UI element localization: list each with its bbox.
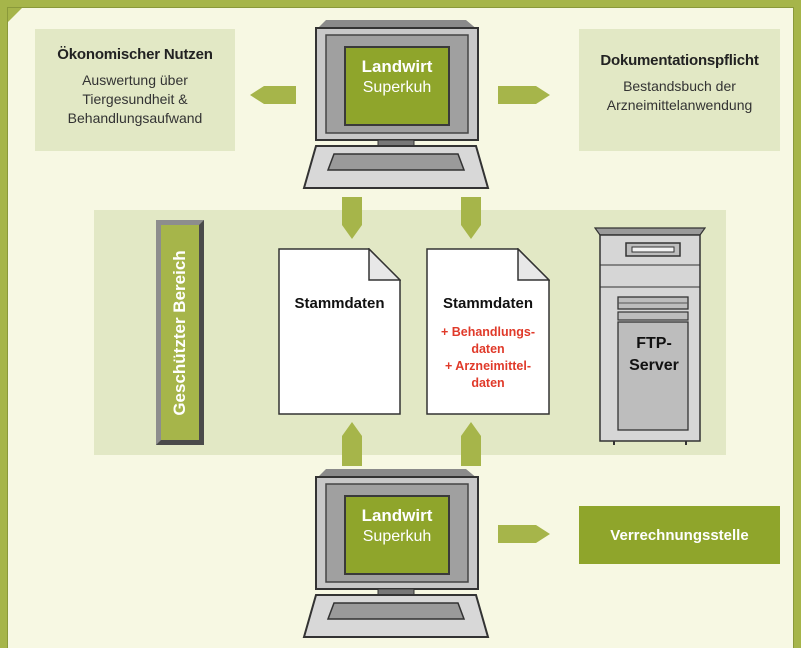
bottom-computer-label: Landwirt Superkuh xyxy=(345,505,449,547)
arrow-right-icon xyxy=(498,525,550,543)
frame-corner xyxy=(8,8,22,22)
document-extended-line: + Behandlungs- xyxy=(440,325,536,339)
economic-benefit-box: Ökonomischer Nutzen Auswertung über Tier… xyxy=(35,29,235,151)
arrow-down-icon xyxy=(342,197,362,239)
document-extended-lines: + Behandlungs- daten + Arzneimittel- dat… xyxy=(426,324,550,392)
document-master-data-title: Stammdaten xyxy=(294,295,385,312)
arrow-right-icon xyxy=(498,86,550,104)
accounting-office-label: Verrechnungsstelle xyxy=(610,526,749,544)
top-computer-line2: Superkuh xyxy=(362,79,432,96)
document-icon xyxy=(426,248,550,415)
document-master-data: Stammdaten xyxy=(278,248,401,415)
server-label-line: FTP- xyxy=(636,335,672,352)
arrow-up-icon xyxy=(342,422,362,466)
bottom-computer-line2: Superkuh xyxy=(362,528,432,545)
diagram-frame: Ökonomischer Nutzen Auswertung über Tier… xyxy=(7,7,794,648)
document-extended-line: daten xyxy=(471,342,505,356)
document-master-data-extended: Stammdaten + Behandlungs- daten + Arznei… xyxy=(426,248,550,415)
top-computer-icon xyxy=(302,20,490,189)
economic-benefit-line: Behandlungsaufwand xyxy=(67,110,203,126)
economic-benefit-title: Ökonomischer Nutzen xyxy=(57,46,213,63)
arrow-left-icon xyxy=(250,86,296,104)
documentation-duty-body: Bestandsbuch der Arzneimittelanwendung xyxy=(579,77,780,115)
server-label-line: Server xyxy=(629,357,679,374)
protected-area-label: Geschützter Bereich xyxy=(170,249,189,416)
document-icon xyxy=(278,248,401,415)
top-computer-label: Landwirt Superkuh xyxy=(345,56,449,98)
arrow-up-icon xyxy=(461,422,481,466)
economic-benefit-line: Tiergesundheit & xyxy=(82,91,188,107)
documentation-duty-title: Dokumentationspflicht xyxy=(600,52,759,69)
protected-area-label-bar: Geschützter Bereich xyxy=(156,220,204,445)
documentation-duty-line: Arzneimittelanwendung xyxy=(606,97,753,113)
economic-benefit-body: Auswertung über Tiergesundheit & Behandl… xyxy=(35,71,235,128)
arrow-down-icon xyxy=(461,197,481,239)
document-extended-line: daten xyxy=(471,376,505,390)
economic-benefit-line: Auswertung über xyxy=(82,72,188,88)
bottom-computer-icon xyxy=(302,469,490,638)
server-label: FTP- Server xyxy=(609,333,699,377)
accounting-office-box: Verrechnungsstelle xyxy=(579,506,780,564)
server-tower-icon xyxy=(594,227,706,445)
bottom-computer-line1: Landwirt xyxy=(361,506,433,525)
top-computer-line1: Landwirt xyxy=(361,57,433,76)
documentation-duty-box: Dokumentationspflicht Bestandsbuch der A… xyxy=(579,29,780,151)
document-extended-line: + Arzneimittel- xyxy=(444,359,531,373)
document-extended-title: Stammdaten xyxy=(442,295,534,312)
documentation-duty-line: Bestandsbuch der xyxy=(623,78,736,94)
